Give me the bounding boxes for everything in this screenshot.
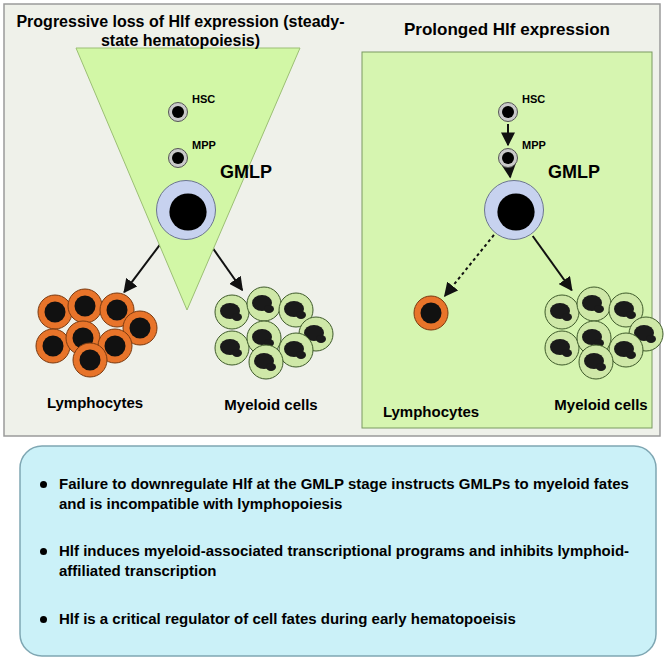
stem-cell: HSC [498,102,518,122]
cell-cluster [210,288,332,374]
bullet-dot [40,481,47,488]
stem-cell: MPP [168,148,188,168]
cell-cluster [35,290,155,372]
myeloid-cluster: Myeloid cells [210,288,332,374]
cell-cluster [412,294,450,332]
stem-cell: HSC [168,102,188,122]
panel-title: Progressive loss of Hlf expression (stea… [12,12,349,50]
summary-box: Failure to downregulate Hlf at the GMLP … [20,446,656,656]
summary-point: Hlf induces myeloid-associated transcrip… [59,541,632,581]
progenitor-cell: GMLP [156,180,216,240]
prolonged-region [362,52,652,428]
cluster-label: Myeloid cells [536,396,664,414]
summary-box-ground [20,446,656,656]
bullet-row: Failure to downregulate Hlf at the GMLP … [40,474,632,514]
bullet-row: Hlf induces myeloid-associated transcrip… [40,541,632,581]
lymphocyte-cluster: Lymphocytes [35,290,155,372]
cluster-label: Myeloid cells [206,396,336,414]
lineage-arrow [533,236,572,290]
summary-point: Hlf is a critical regulator of cell fate… [59,609,516,629]
summary-point: Failure to downregulate Hlf at the GMLP … [59,474,632,514]
top-panel [4,4,660,436]
cell-icon [498,102,518,122]
panel-title: Prolonged Hlf expression [362,20,652,40]
bullet-dot [40,616,47,623]
bullet-row: Hlf is a critical regulator of cell fate… [40,609,632,629]
dotted-arrow [445,235,494,296]
lineage-arrow [508,170,511,177]
cell-cluster [540,288,662,374]
lymphocyte-cluster: Lymphocytes [412,294,450,332]
cell-label: GMLP [220,162,272,183]
cell-icon [156,180,216,240]
cell-icon [498,148,518,168]
prolonged-panel: Prolonged Hlf expressionHSCMPPGMLPLympho… [362,8,652,428]
cell-label: MPP [522,139,546,152]
myeloid-cluster: Myeloid cells [540,288,662,374]
cell-label: HSC [192,93,215,106]
steady-state-panel: Progressive loss of Hlf expression (stea… [8,8,353,432]
cell-label: GMLP [548,162,600,183]
cell-icon [168,102,188,122]
cell-icon [484,180,544,240]
cluster-label: Lymphocytes [30,394,160,412]
lineage-arrow [507,124,509,145]
cell-icon [168,148,188,168]
cell-label: HSC [522,93,545,106]
cluster-label: Lymphocytes [366,403,496,421]
cell-label: MPP [192,139,216,152]
progenitor-cell: GMLP [484,180,544,240]
stem-cell: MPP [498,148,518,168]
bullet-dot [40,548,47,555]
